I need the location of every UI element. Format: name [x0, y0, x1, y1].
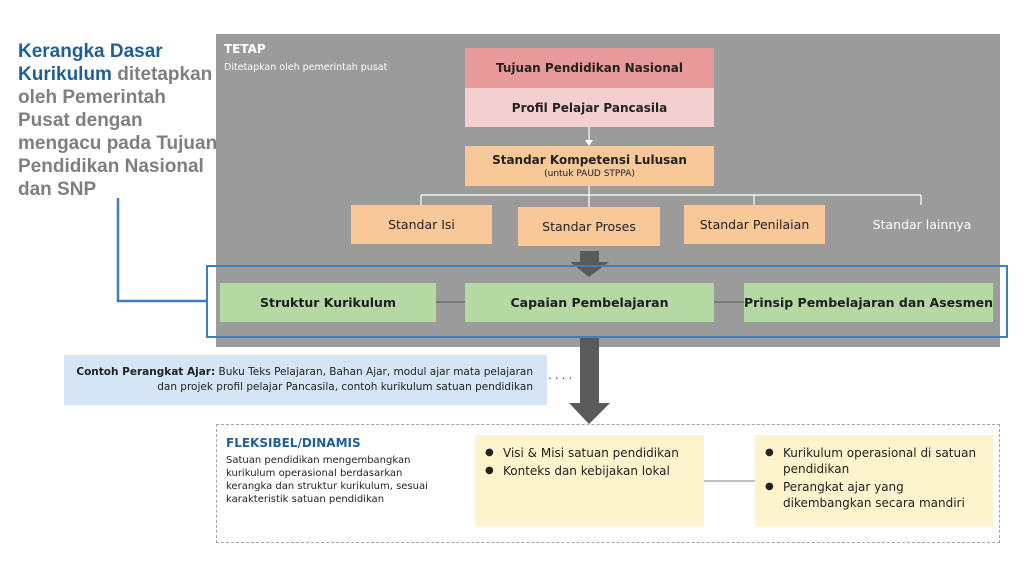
- contoh-label: Contoh Perangkat Ajar:: [76, 366, 216, 378]
- arrow-to-green-shaft: [580, 251, 599, 263]
- list-item: Konteks dan kebijakan lokal: [485, 463, 704, 479]
- contoh-perangkat-ajar-box: Contoh Perangkat Ajar: Buku Teks Pelajar…: [64, 355, 547, 405]
- list-item: Visi & Misi satuan pendidikan: [485, 445, 704, 461]
- kurikulum-operasional-box: Kurikulum operasional di satuan pendidik…: [755, 435, 993, 527]
- list-item: Perangkat ajar yang dikembangkan secara …: [765, 479, 985, 511]
- framework-heading: Kerangka Dasar Kurikulum ditetapkan oleh…: [18, 40, 218, 201]
- skl-note: (untuk PAUD STPPA): [544, 169, 635, 179]
- arrow-to-flex-head: [569, 403, 610, 424]
- fleksibel-title: FLEKSIBEL/DINAMIS: [226, 436, 361, 450]
- standar-penilaian-box: Standar Penilaian: [684, 205, 825, 244]
- list-item: Kurikulum operasional di satuan pendidik…: [765, 445, 985, 477]
- framework-heading-highlight: Kerangka Dasar Kurikulum: [18, 41, 163, 85]
- contoh-text-1: Buku Teks Pelajaran, Bahan Ajar, modul a…: [218, 366, 534, 378]
- arrow-to-flex-shaft: [580, 338, 599, 404]
- standar-proses-box: Standar Proses: [518, 207, 660, 246]
- profil-to-skl-arrowhead: [585, 140, 593, 146]
- standar-isi-box: Standar Isi: [351, 205, 492, 244]
- fleksibel-panel: [216, 424, 1000, 543]
- skl-label: Standar Kompetensi Lulusan: [492, 153, 687, 167]
- struktur-kurikulum-box: Struktur Kurikulum: [220, 283, 436, 322]
- fleksibel-description: Satuan pendidikan mengembangkan kurikulu…: [226, 455, 428, 505]
- tetap-subtitle: Ditetapkan oleh pemerintah pusat: [224, 62, 388, 73]
- tetap-title: TETAP: [224, 42, 266, 56]
- heading-bracket-line: [116, 198, 206, 303]
- standar-lainnya-label: Standar lainnya: [872, 217, 972, 232]
- contoh-dots: ....: [548, 368, 576, 382]
- standar-kompetensi-lulusan-box: Standar Kompetensi Lulusan (untuk PAUD S…: [465, 146, 714, 186]
- profil-pelajar-pancasila-box: Profil Pelajar Pancasila: [465, 88, 714, 127]
- konteks-box: Visi & Misi satuan pendidikan Konteks da…: [475, 435, 704, 527]
- kerangka-dasar-frame: [206, 265, 1008, 338]
- capaian-pembelajaran-box: Capaian Pembelajaran: [465, 283, 714, 322]
- tujuan-pendidikan-nasional-box: Tujuan Pendidikan Nasional: [465, 48, 714, 88]
- framework-heading-rest: ditetapkan oleh Pemerintah Pusat dengan …: [18, 64, 218, 200]
- prinsip-pembelajaran-box: Prinsip Pembelajaran dan Asesmen: [744, 283, 993, 322]
- contoh-line-1: Contoh Perangkat Ajar: Buku Teks Pelajar…: [74, 365, 533, 380]
- contoh-text-2: dan projek profil pelajar Pancasila, con…: [157, 381, 533, 393]
